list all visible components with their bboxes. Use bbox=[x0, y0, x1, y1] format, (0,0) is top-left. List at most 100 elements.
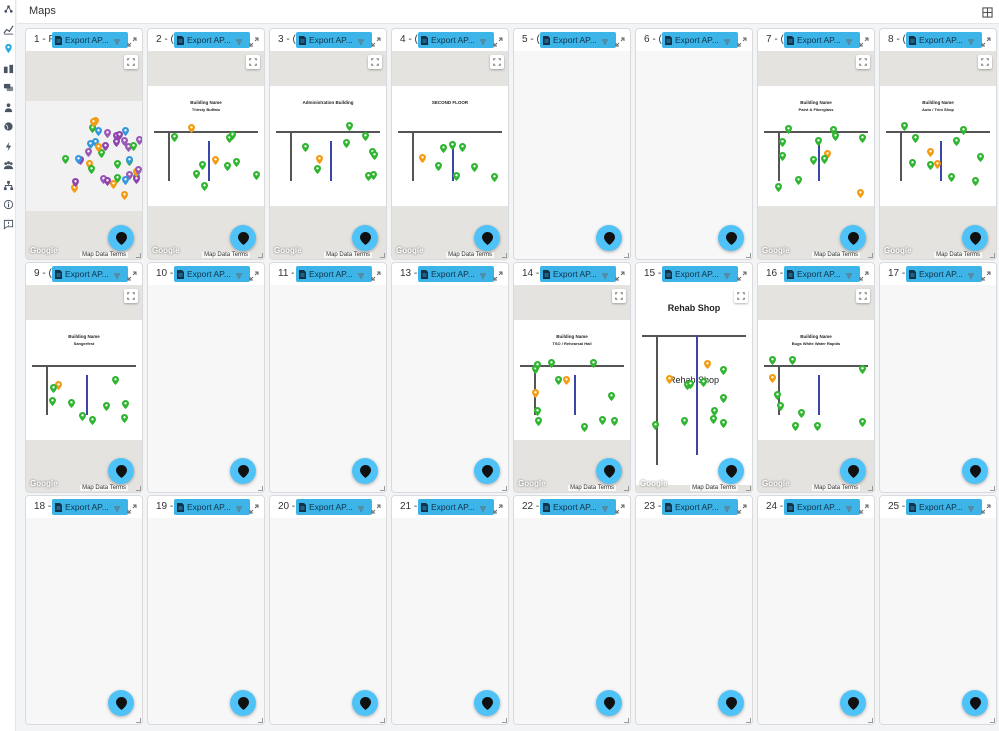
export-ap-button[interactable]: Export AP... bbox=[174, 32, 250, 48]
filter-icon[interactable] bbox=[356, 34, 366, 45]
export-ap-button[interactable]: Export AP... bbox=[784, 32, 860, 48]
filter-icon[interactable] bbox=[112, 268, 122, 279]
filter-icon[interactable] bbox=[234, 501, 244, 512]
expand-icon[interactable] bbox=[859, 268, 869, 281]
location-pin-button[interactable] bbox=[352, 690, 378, 716]
expand-icon[interactable] bbox=[615, 268, 625, 281]
export-ap-button[interactable]: Export AP... bbox=[174, 499, 250, 515]
filter-icon[interactable] bbox=[600, 34, 610, 45]
location-pin-button[interactable] bbox=[474, 690, 500, 716]
resize-handle[interactable] bbox=[868, 253, 873, 258]
expand-icon[interactable] bbox=[493, 501, 503, 514]
export-ap-button[interactable]: Export AP... bbox=[52, 266, 128, 282]
resize-handle[interactable] bbox=[258, 486, 263, 491]
location-pin-button[interactable] bbox=[108, 690, 134, 716]
resize-handle[interactable] bbox=[746, 253, 751, 258]
export-ap-button[interactable]: Export AP... bbox=[540, 32, 616, 48]
location-pin-button[interactable] bbox=[718, 690, 744, 716]
expand-icon[interactable] bbox=[981, 501, 991, 514]
filter-icon[interactable] bbox=[722, 268, 732, 279]
export-ap-button[interactable]: Export AP... bbox=[784, 499, 860, 515]
location-pin-button[interactable] bbox=[596, 225, 622, 251]
location-pin-button[interactable] bbox=[840, 225, 866, 251]
filter-icon[interactable] bbox=[722, 34, 732, 45]
export-ap-button[interactable]: Export AP... bbox=[540, 499, 616, 515]
fullscreen-icon[interactable] bbox=[856, 55, 870, 69]
expand-icon[interactable] bbox=[249, 501, 259, 514]
export-ap-button[interactable]: Export AP... bbox=[418, 32, 494, 48]
maps-icon[interactable] bbox=[0, 39, 16, 59]
buildings-icon[interactable] bbox=[0, 59, 16, 79]
messages-icon[interactable] bbox=[0, 78, 16, 98]
resize-handle[interactable] bbox=[136, 718, 141, 723]
filter-icon[interactable] bbox=[844, 268, 854, 279]
location-pin-button[interactable] bbox=[596, 690, 622, 716]
export-ap-button[interactable]: Export AP... bbox=[52, 499, 128, 515]
resize-handle[interactable] bbox=[258, 718, 263, 723]
fullscreen-icon[interactable] bbox=[612, 289, 626, 303]
info-icon[interactable] bbox=[0, 195, 16, 215]
resize-handle[interactable] bbox=[868, 718, 873, 723]
resize-handle[interactable] bbox=[502, 253, 507, 258]
filter-icon[interactable] bbox=[234, 268, 244, 279]
filter-icon[interactable] bbox=[844, 501, 854, 512]
expand-icon[interactable] bbox=[371, 501, 381, 514]
resize-handle[interactable] bbox=[868, 486, 873, 491]
export-ap-button[interactable]: Export AP... bbox=[662, 499, 738, 515]
export-ap-button[interactable]: Export AP... bbox=[296, 499, 372, 515]
location-pin-button[interactable] bbox=[108, 458, 134, 484]
location-pin-button[interactable] bbox=[352, 458, 378, 484]
expand-icon[interactable] bbox=[859, 34, 869, 47]
filter-icon[interactable] bbox=[478, 268, 488, 279]
expand-icon[interactable] bbox=[127, 34, 137, 47]
resize-handle[interactable] bbox=[136, 253, 141, 258]
expand-icon[interactable] bbox=[615, 34, 625, 47]
filter-icon[interactable] bbox=[966, 34, 976, 45]
feedback-icon[interactable] bbox=[0, 215, 16, 235]
export-ap-button[interactable]: Export AP... bbox=[418, 499, 494, 515]
export-ap-button[interactable]: Export AP... bbox=[296, 266, 372, 282]
export-ap-button[interactable]: Export AP... bbox=[906, 32, 982, 48]
expand-icon[interactable] bbox=[737, 268, 747, 281]
export-ap-button[interactable]: Export AP... bbox=[662, 266, 738, 282]
location-pin-button[interactable] bbox=[962, 458, 988, 484]
filter-icon[interactable] bbox=[356, 268, 366, 279]
filter-icon[interactable] bbox=[844, 34, 854, 45]
filter-icon[interactable] bbox=[478, 501, 488, 512]
expand-icon[interactable] bbox=[127, 268, 137, 281]
expand-icon[interactable] bbox=[981, 268, 991, 281]
resize-handle[interactable] bbox=[502, 718, 507, 723]
export-ap-button[interactable]: Export AP... bbox=[906, 499, 982, 515]
resize-handle[interactable] bbox=[990, 253, 995, 258]
expand-icon[interactable] bbox=[249, 34, 259, 47]
fullscreen-icon[interactable] bbox=[734, 289, 748, 303]
export-ap-button[interactable]: Export AP... bbox=[174, 266, 250, 282]
resize-handle[interactable] bbox=[380, 253, 385, 258]
expand-icon[interactable] bbox=[981, 34, 991, 47]
location-pin-button[interactable] bbox=[230, 225, 256, 251]
location-pin-button[interactable] bbox=[718, 458, 744, 484]
resize-handle[interactable] bbox=[624, 253, 629, 258]
fullscreen-icon[interactable] bbox=[124, 55, 138, 69]
filter-icon[interactable] bbox=[600, 268, 610, 279]
export-ap-button[interactable]: Export AP... bbox=[906, 266, 982, 282]
fullscreen-icon[interactable] bbox=[124, 289, 138, 303]
hierarchy-icon[interactable] bbox=[0, 176, 16, 196]
filter-icon[interactable] bbox=[112, 34, 122, 45]
location-pin-button[interactable] bbox=[962, 225, 988, 251]
location-pin-button[interactable] bbox=[474, 458, 500, 484]
expand-icon[interactable] bbox=[615, 501, 625, 514]
resize-handle[interactable] bbox=[258, 253, 263, 258]
network-icon[interactable] bbox=[0, 0, 16, 20]
fullscreen-icon[interactable] bbox=[978, 55, 992, 69]
filter-icon[interactable] bbox=[966, 501, 976, 512]
fullscreen-icon[interactable] bbox=[490, 55, 504, 69]
fullscreen-icon[interactable] bbox=[856, 289, 870, 303]
